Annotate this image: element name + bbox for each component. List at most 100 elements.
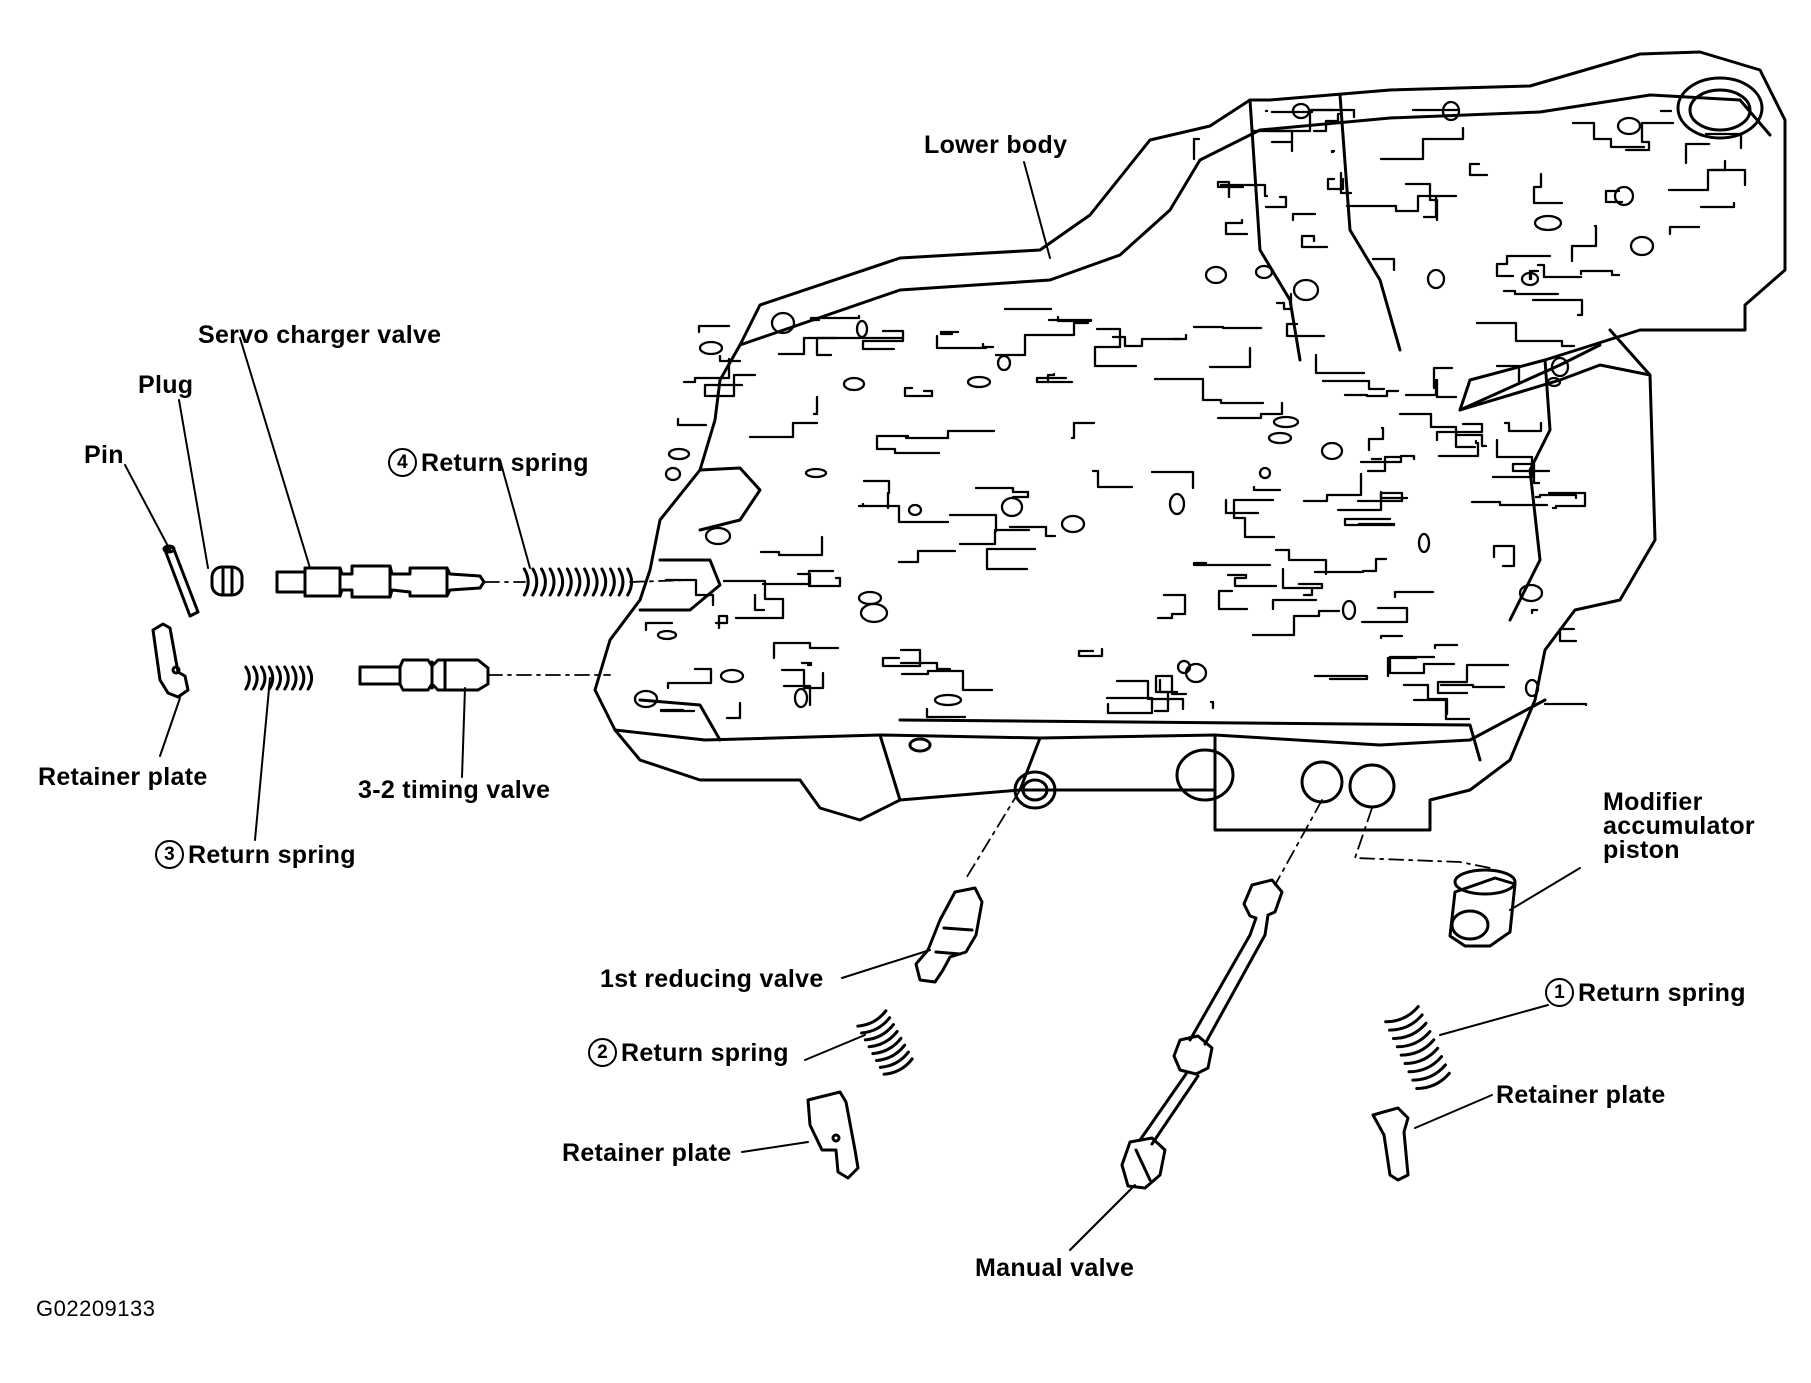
oil-channel [1339,171,1353,195]
oil-channel [1115,679,1185,711]
lower-body-casting [593,50,1787,832]
oil-channel [985,547,1037,571]
oil-channel [761,572,812,586]
spring-coil [1399,1038,1436,1057]
oil-channel [1219,183,1269,198]
oil-channel [1091,469,1134,489]
spring-coil [574,567,582,597]
oil-port [1524,678,1540,698]
oil-channel [1393,590,1435,599]
oil-port [855,319,869,339]
oil-channel [1492,544,1516,568]
oil-channel [753,593,766,612]
leader-lines [124,161,1581,1251]
oil-channel [1047,315,1093,323]
label-retainer-plate-right: Retainer plate [1496,1081,1666,1109]
oil-channel [981,342,995,349]
oil-channel [935,334,988,350]
oil-channel [725,701,742,720]
oil-channel [1667,168,1747,192]
oil-channel [1709,159,1727,172]
oil-channel [948,513,998,533]
spring-coil [1403,1046,1440,1065]
number-badge-2: 2 [588,1038,617,1067]
label-modifier-line-1: Modifier [1603,788,1703,816]
oil-channel [1153,678,1170,713]
label-modifier-line-2: accumulator [1603,812,1755,840]
retainer-plate-bottom-part [806,1090,860,1180]
oil-channel [722,579,785,620]
label-modifier-line-3: piston [1603,836,1680,864]
oil-channel [1156,593,1187,620]
oil-channel [1192,137,1201,161]
retainer-plate-right-part [1371,1106,1410,1182]
oil-channel [1326,177,1345,191]
oil-channel [1367,426,1385,452]
oil-channel [1208,346,1252,369]
oil-channel [1360,606,1409,624]
oil-channel [1495,254,1552,278]
oil-port [1292,278,1320,302]
spring-coil [1391,1021,1428,1040]
first-reducing-valve-part [914,886,984,984]
oil-channel [1536,263,1583,279]
oil-channel [1343,517,1396,527]
spring-coil [856,1009,888,1028]
oil-port [793,687,809,709]
oil-port [1533,214,1563,232]
oil-channel [1532,172,1564,205]
oil-channel [1312,112,1341,133]
oil-channel [1530,608,1539,615]
spring-coil [244,665,251,691]
oil-channel [1224,218,1249,236]
oil-channel [777,336,838,356]
oil-channel [1264,195,1288,209]
spring-coil [565,567,573,597]
spring-coil [882,1057,914,1076]
label-retainer-plate-left: Retainer plate [38,763,208,791]
oil-port [1629,235,1655,257]
oil-channel [718,354,742,363]
oil-channel [1547,491,1587,510]
oil-channel [1436,663,1510,695]
oil-channel [809,314,861,322]
oil-port [1291,102,1311,120]
spring-coil [252,665,259,691]
oil-channel [1217,589,1249,611]
oil-port [1518,583,1544,603]
oil-channel [666,667,713,690]
spring-coil [583,567,590,597]
oil-channel [1008,525,1057,538]
spring-coil [275,665,282,691]
oil-port [1341,599,1357,621]
oil-port [667,447,691,461]
oil-channel [812,395,819,416]
label-return-spring-1-text: Return spring [1578,979,1746,1008]
figure-id: G02209133 [36,1296,156,1321]
oil-channel [1224,498,1260,515]
oil-channel [1399,454,1416,461]
oil-channel [1531,298,1584,317]
label-pin: Pin [84,441,124,469]
oil-channel [897,549,957,564]
oil-channel [1270,108,1336,114]
retainer-plate-left-part [151,622,190,699]
oil-channel [1153,377,1265,405]
spring-coil [548,567,556,597]
oil-channel [748,421,819,439]
oil-channel [1475,321,1576,348]
oil-channel [900,669,994,692]
oil-channel [697,324,731,334]
oil-port [1320,441,1344,461]
oil-port [907,503,923,517]
oil-channel [994,321,1090,357]
spring-coil [591,567,599,597]
oil-port [1267,431,1293,445]
oil-channel [1300,234,1329,249]
oil-channel [1379,126,1465,161]
spring-coil [531,567,539,597]
label-plug: Plug [138,371,194,399]
oil-channel [1093,327,1138,368]
